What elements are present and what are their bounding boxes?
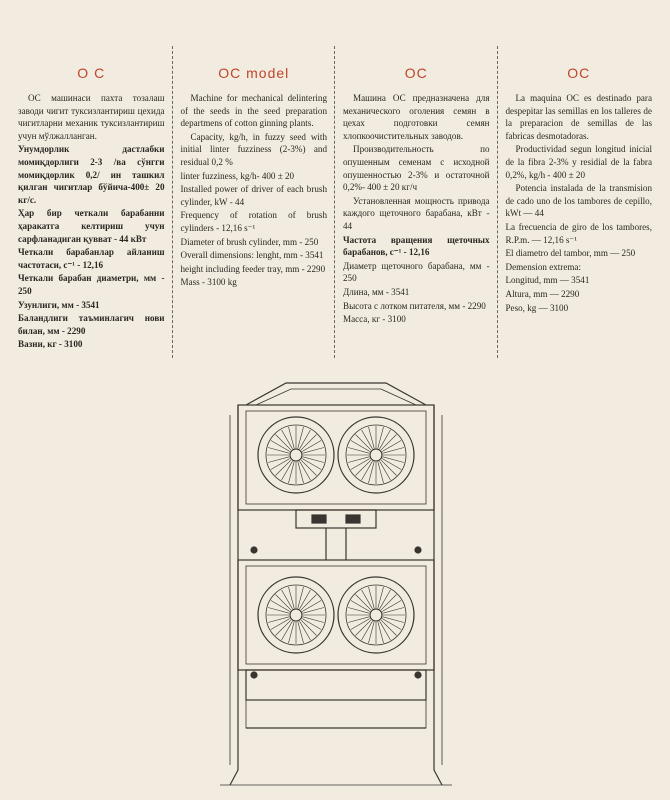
paragraph: Унумдорлик дастлабки момиқдорлиги 2-3 /в… bbox=[18, 144, 165, 205]
paragraph: Установленная мощность привода каждого щ… bbox=[343, 195, 490, 231]
column-body: ОС машинаси пахта тозалаш заводи чигит т… bbox=[18, 92, 165, 351]
delinter-machine-drawing-icon bbox=[216, 375, 456, 795]
paragraph: Longitud, mm — 3541 bbox=[505, 275, 590, 286]
column-divider bbox=[496, 46, 498, 358]
column-body: Machine for mechanical delintering of th… bbox=[181, 92, 328, 289]
paragraph: Диаметр щеточного барабана, мм - 250 bbox=[343, 260, 490, 284]
paragraph: El diametro del tambor, mm — 250 bbox=[505, 248, 636, 259]
column-russian: ОС Машина ОС предназначена для механичес… bbox=[334, 46, 498, 358]
paragraph: Diameter of brush cylinder, mm - 250 bbox=[180, 236, 319, 247]
paragraph: ОС машинаси пахта тозалаш заводи чигит т… bbox=[18, 93, 165, 141]
column-uzbek: О С ОС машинаси пахта тозалаш заводи чиг… bbox=[10, 46, 173, 358]
paragraph: Высота с лотком питателя, мм - 2290 bbox=[343, 300, 486, 311]
paragraph: Frequency of rotation of brush cylinders… bbox=[180, 210, 328, 233]
spec-columns: О С ОС машинаси пахта тозалаш заводи чиг… bbox=[10, 46, 660, 358]
paragraph: Demension extrema: bbox=[505, 261, 582, 272]
paragraph: Длина, мм - 3541 bbox=[343, 286, 410, 297]
paragraph: Четкали барабанлар айланиш частотаси, с⁻… bbox=[18, 247, 165, 270]
paragraph: Altura, mm — 2290 bbox=[505, 288, 580, 299]
column-divider bbox=[171, 46, 173, 358]
paragraph: linter fuzziness, kg/h- 400 ± 20 bbox=[180, 170, 295, 181]
paragraph: Productividad segun longitud inicial de … bbox=[505, 144, 653, 180]
paragraph: Баландлиги таъминлагич нови билан, мм - … bbox=[18, 313, 165, 336]
paragraph: Производительность по опушенным семенам … bbox=[343, 144, 490, 193]
paragraph: La frecuencia de giro de los tambores, R… bbox=[505, 221, 653, 245]
paragraph: Машина ОС предназначена для механическог… bbox=[343, 93, 490, 141]
paragraph: Частота вращения щеточных барабанов, с⁻¹… bbox=[343, 234, 490, 258]
paragraph: Ҳар бир четкали барабанни ҳаракатга келт… bbox=[18, 208, 165, 244]
paragraph: Узунлиги, мм - 3541 bbox=[18, 299, 100, 310]
paragraph: Mass - 3100 kg bbox=[180, 277, 237, 288]
paragraph: Potencia instalada de la transmision de … bbox=[505, 183, 653, 219]
paragraph: Четкали барабан диаметри, мм - 250 bbox=[18, 273, 165, 296]
column-spanish: ОС La maquina OC es destinado para despe… bbox=[496, 46, 661, 358]
column-title: ОС model bbox=[218, 65, 290, 81]
column-title: О С bbox=[77, 65, 106, 81]
paragraph: Installed power of driver of each brush … bbox=[180, 184, 328, 207]
paragraph: Peso, kg — 3100 bbox=[505, 302, 569, 313]
column-english: ОС model Machine for mechanical delinter… bbox=[171, 46, 336, 358]
paragraph: Machine for mechanical delintering of th… bbox=[180, 93, 328, 129]
paragraph: Масса, кг - 3100 bbox=[343, 314, 406, 325]
column-title: ОС bbox=[567, 65, 591, 81]
paragraph: Capacity, kg/h, in fuzzy seed with initi… bbox=[180, 131, 328, 167]
column-body: La maquina OC es destinado para despepit… bbox=[506, 92, 653, 314]
paragraph: height including feeder tray, mm - 2290 bbox=[180, 263, 326, 274]
column-body: Машина ОС предназначена для механическог… bbox=[343, 92, 490, 326]
column-title: ОС bbox=[404, 65, 428, 81]
paragraph: La maquina OC es destinado para despepit… bbox=[505, 93, 653, 141]
paragraph: Overall dimensions: lenght, mm - 3541 bbox=[180, 250, 324, 261]
column-divider bbox=[334, 46, 335, 358]
paragraph: Вазни, кг - 3100 bbox=[18, 339, 83, 350]
